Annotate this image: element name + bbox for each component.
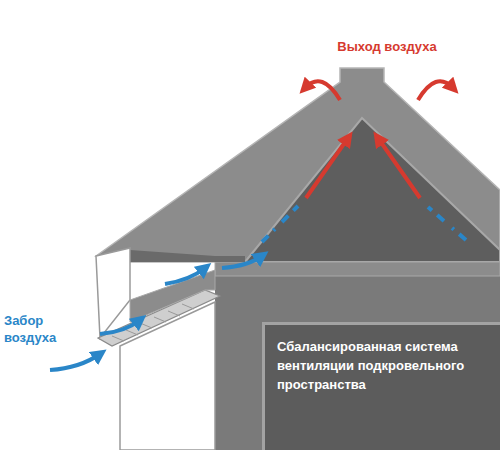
ceiling-slab: [215, 262, 500, 276]
attic-space: [245, 118, 500, 262]
air-outlet-arrows: [305, 81, 453, 198]
roof-slab: [96, 68, 500, 262]
air-label: Забор воздуха: [4, 312, 66, 346]
eave-underside: [130, 270, 215, 322]
panel-text: Сбалансированная система вентиляции подк…: [277, 337, 488, 394]
house-wall: [215, 262, 500, 450]
eave-channel: [130, 250, 245, 262]
fascia-board: [96, 248, 130, 338]
caption-panel: Сбалансированная система вентиляции подк…: [262, 322, 500, 450]
air-label: Выход воздуха: [332, 38, 442, 55]
